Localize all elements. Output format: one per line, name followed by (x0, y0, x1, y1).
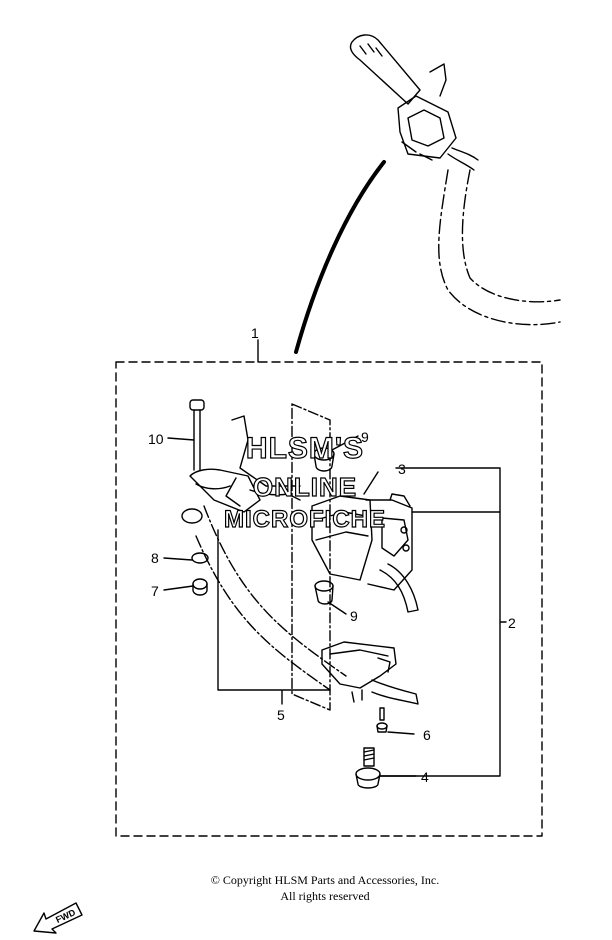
callout-8: 8 (151, 550, 159, 566)
callout-3: 3 (398, 461, 406, 477)
screw-4 (355, 747, 381, 789)
handlebar-grip (349, 34, 479, 171)
stop-switch (321, 641, 419, 705)
fwd-arrow-icon: FWD (33, 902, 83, 934)
leader-5 (217, 529, 331, 705)
watermark-line-3: MICROFICHE (223, 505, 386, 533)
grommet-9-top (313, 447, 335, 472)
leader-3 (363, 467, 501, 513)
callout-7: 7 (151, 583, 159, 599)
copyright-notice: © Copyright HLSM Parts and Accessories, … (150, 872, 500, 904)
grommet-9-bottom (314, 580, 334, 605)
copyright-line: © Copyright HLSM Parts and Accessories, … (210, 873, 440, 887)
leader-10 (167, 437, 195, 441)
watermark-line-2: ONLINE (252, 471, 358, 502)
callout-6: 6 (423, 727, 431, 743)
lever-bracket (189, 415, 301, 513)
leader-8 (163, 557, 193, 561)
leader-2 (379, 511, 507, 777)
assembly-boundary (115, 361, 543, 837)
callout-9-top: 9 (361, 429, 369, 445)
washer-8 (191, 552, 209, 564)
handlebar-tube (438, 169, 561, 326)
collar-7 (192, 578, 208, 596)
callout-1: 1 (251, 325, 259, 341)
callout-9-bottom: 9 (350, 608, 358, 624)
screw-6 (376, 707, 388, 733)
switch-body (311, 493, 419, 613)
leader-9-bottom (327, 601, 347, 615)
callout-10: 10 (148, 431, 164, 447)
callout-5: 5 (277, 707, 285, 723)
callout-4: 4 (421, 769, 429, 785)
reference-curve (294, 160, 386, 354)
watermark-line-1: HLSM'S (245, 431, 365, 465)
callout-2: 2 (508, 615, 516, 631)
leader-6 (387, 731, 415, 735)
rights-line: All rights reserved (280, 889, 370, 903)
leader-7 (163, 585, 194, 591)
reference-plane (291, 403, 331, 711)
spacer (181, 508, 203, 524)
leader-9-top (331, 435, 359, 451)
